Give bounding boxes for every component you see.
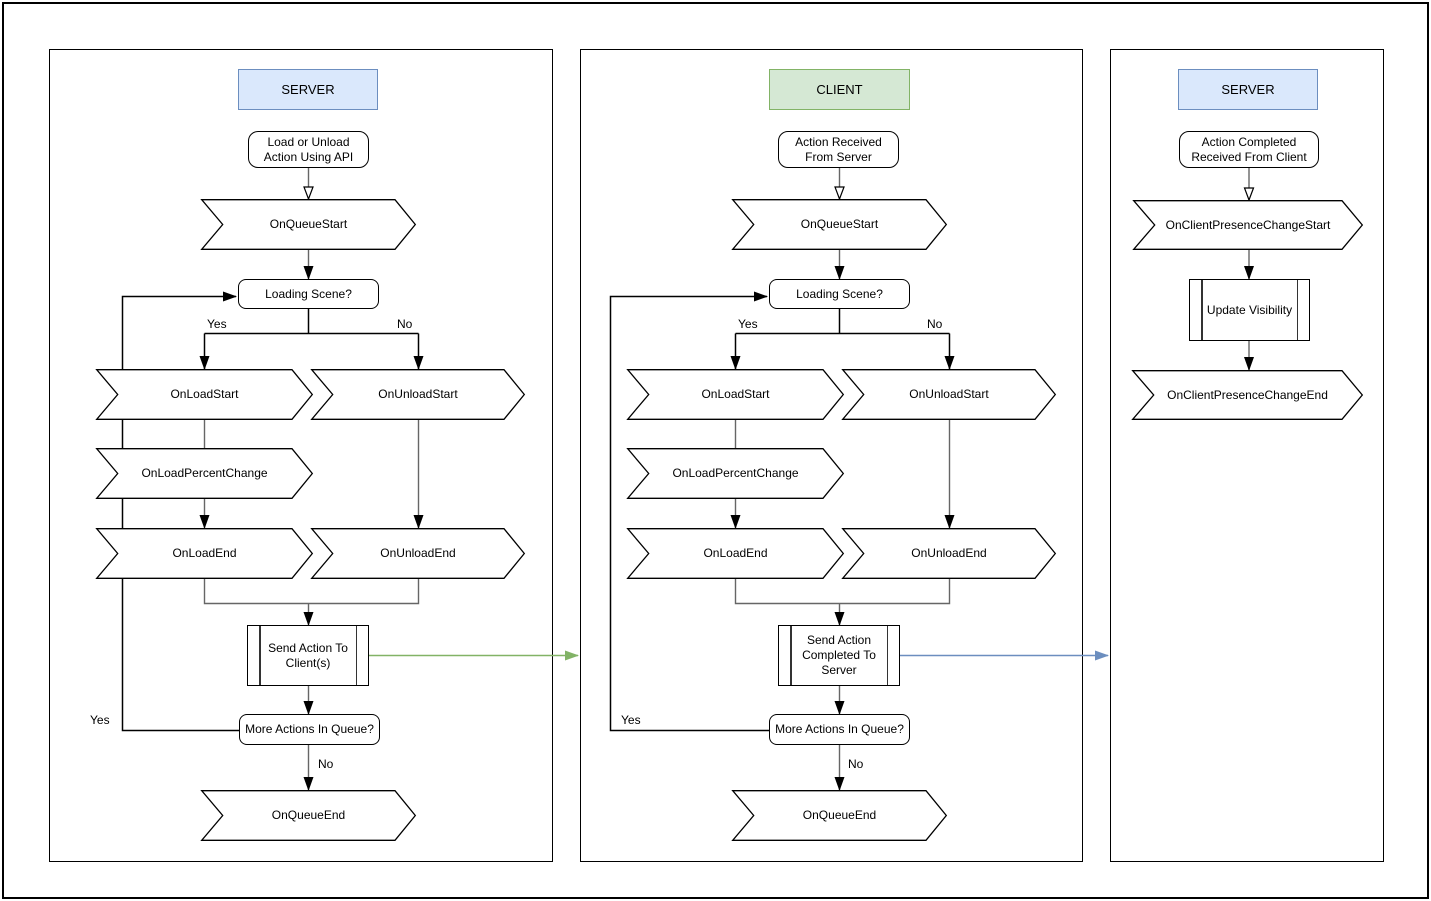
- client-lane-header: CLIENT: [769, 69, 910, 110]
- process-label: Update Visibility: [1206, 302, 1293, 317]
- update-visibility-process: Update Visibility: [1189, 279, 1310, 341]
- process-bar-left: [790, 626, 792, 685]
- client-branch-yes-label: Yes: [737, 317, 759, 331]
- ribbon-label: OnLoadEnd: [703, 546, 768, 560]
- edge-c-merge-bar: [734, 579, 951, 605]
- server-onloadstart-ribbon: OnLoadStart: [95, 369, 314, 420]
- process-bar-right: [1296, 280, 1298, 340]
- process-bar-right: [886, 626, 888, 685]
- server-ack-start-terminator: Action Completed Received From Client: [1179, 131, 1319, 168]
- client-start-terminator: Action Received From Server: [778, 131, 899, 168]
- client-onqueueend-ribbon: OnQueueEnd: [731, 790, 948, 841]
- onclientpresencechangestart-ribbon: OnClientPresenceChangeStart: [1132, 200, 1364, 250]
- server-ack-lane: [1110, 49, 1384, 862]
- ribbon-label: OnUnloadStart: [909, 387, 989, 401]
- client-send-action-process: Send Action Completed To Server: [778, 625, 900, 686]
- ribbon-label: OnUnloadEnd: [911, 546, 987, 560]
- server-lane-header: SERVER: [238, 69, 378, 110]
- ribbon-shape: [1131, 370, 1364, 420]
- server-branch-yes-label: Yes: [206, 317, 228, 331]
- server-onloadpercentchange-ribbon: OnLoadPercentChange: [95, 448, 314, 499]
- server-onunloadstart-ribbon: OnUnloadStart: [310, 369, 526, 420]
- ribbon-label: OnQueueStart: [800, 217, 879, 231]
- ribbon-shape: [200, 199, 417, 250]
- client-onloadpercentchange-ribbon: OnLoadPercentChange: [626, 448, 845, 499]
- ribbon-label: OnQueueEnd: [271, 808, 346, 822]
- process-bar-left: [259, 626, 261, 685]
- server-send-action-process: Send Action To Client(s): [247, 625, 369, 686]
- process-label: Send Action To Client(s): [268, 640, 348, 670]
- client-onunloadend-ribbon: OnUnloadEnd: [841, 528, 1057, 579]
- process-label: Send Action Completed To Server: [802, 633, 876, 677]
- client-branch-no-label: No: [926, 317, 944, 331]
- client-onqueuestart-ribbon: OnQueueStart: [731, 199, 948, 250]
- ribbon-shape: [1132, 200, 1364, 250]
- ribbon-label: OnQueueStart: [269, 217, 348, 231]
- server-loading-scene-decision: Loading Scene?: [238, 279, 379, 309]
- ribbon-shape: [626, 528, 845, 579]
- server-onqueuestart-ribbon: OnQueueStart: [200, 199, 417, 250]
- onclientpresencechangeend-ribbon: OnClientPresenceChangeEnd: [1131, 370, 1364, 420]
- ribbon-label: OnUnloadStart: [378, 387, 458, 401]
- server-start-terminator: Load or Unload Action Using API: [248, 131, 369, 168]
- ribbon-label: OnLoadStart: [170, 387, 239, 401]
- server-no-label: No: [317, 757, 335, 771]
- ribbon-shape: [95, 369, 314, 420]
- ribbon-label: OnClientPresenceChangeEnd: [1167, 387, 1328, 402]
- ribbon-label: OnLoadEnd: [172, 546, 237, 560]
- server-onunloadend-ribbon: OnUnloadEnd: [310, 528, 526, 579]
- ribbon-shape: [731, 199, 948, 250]
- client-onloadstart-ribbon: OnLoadStart: [626, 369, 845, 420]
- process-bar-left: [1201, 280, 1203, 340]
- ribbon-shape: [841, 369, 1057, 420]
- server-ack-lane-header: SERVER: [1178, 69, 1318, 110]
- ribbon-shape: [310, 528, 526, 579]
- ribbon-label: OnLoadPercentChange: [672, 466, 799, 480]
- edge-c-more-yes-loop: [609, 291, 770, 732]
- edge-s-merge-bar: [203, 579, 420, 605]
- ribbon-shape: [95, 448, 314, 499]
- ribbon-shape: [310, 369, 526, 420]
- ribbon-shape: [200, 790, 417, 841]
- server-more-actions-decision: More Actions In Queue?: [239, 714, 380, 745]
- ribbon-label: OnLoadPercentChange: [141, 466, 268, 480]
- server-loop-yes-label: Yes: [89, 713, 111, 727]
- server-onloadend-ribbon: OnLoadEnd: [95, 528, 314, 579]
- edge-s-more-yes-loop: [121, 291, 239, 732]
- client-loading-scene-decision: Loading Scene?: [769, 279, 910, 309]
- ribbon-shape: [95, 528, 314, 579]
- ribbon-label: OnQueueEnd: [802, 808, 877, 822]
- server-branch-no-label: No: [396, 317, 414, 331]
- ribbon-shape: [841, 528, 1057, 579]
- server-onqueueend-ribbon: OnQueueEnd: [200, 790, 417, 841]
- client-no-label: No: [847, 757, 865, 771]
- client-onloadend-ribbon: OnLoadEnd: [626, 528, 845, 579]
- server-lane: [49, 49, 553, 862]
- client-onunloadstart-ribbon: OnUnloadStart: [841, 369, 1057, 420]
- client-more-actions-decision: More Actions In Queue?: [769, 714, 910, 745]
- ribbon-label: OnClientPresenceChangeStart: [1165, 217, 1331, 232]
- ribbon-label: OnLoadStart: [701, 387, 770, 401]
- ribbon-shape: [626, 448, 845, 499]
- client-lane: [580, 49, 1083, 862]
- ribbon-shape: [626, 369, 845, 420]
- ribbon-label: OnUnloadEnd: [380, 546, 456, 560]
- ribbon-shape: [731, 790, 948, 841]
- client-loop-yes-label: Yes: [620, 713, 642, 727]
- process-bar-right: [355, 626, 357, 685]
